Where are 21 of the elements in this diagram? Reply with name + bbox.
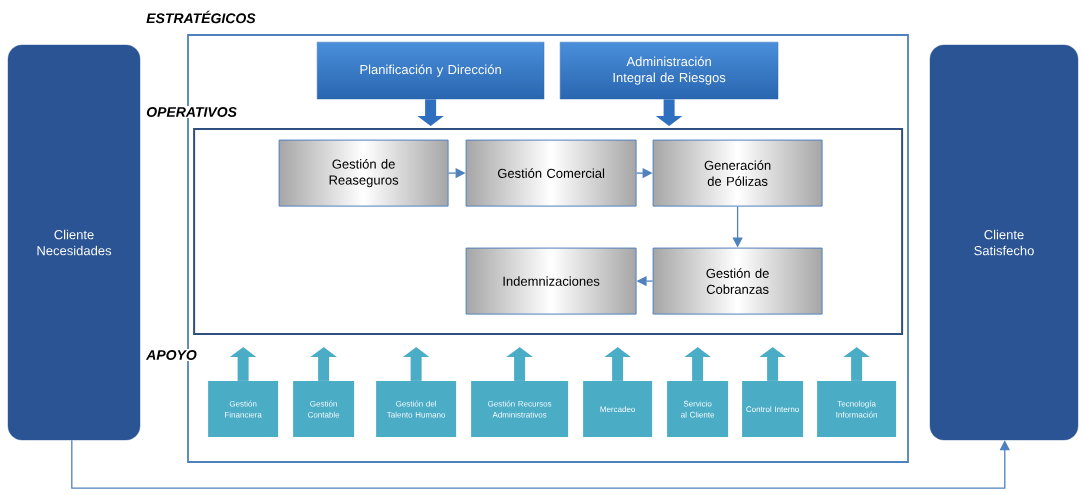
support-box: Gestión del Talento Humano: [376, 381, 457, 438]
section-label: APOYO: [145, 349, 198, 361]
node-label: OPERATIVOS: [146, 107, 237, 117]
support-box: Servicio al Cliente: [667, 381, 729, 438]
support-box: Gestión Financiera: [208, 381, 279, 438]
strategic-box: Administración Integral de Riesgos: [559, 41, 779, 100]
strategic-box: Planificación y Dirección: [316, 41, 545, 100]
process-box: Gestión de Reaseguros: [278, 139, 449, 207]
arrow: [71, 439, 1010, 489]
client-box: Cliente Satisfecho: [929, 44, 1079, 441]
client-box: Cliente Necesidades: [7, 44, 141, 441]
process-box: Gestión de Cobranzas: [652, 247, 823, 315]
support-box: Control Interno: [742, 381, 804, 438]
process-box: Generación de Pólizas: [652, 139, 823, 207]
process-box: Indemnizaciones: [465, 247, 637, 315]
support-box: Tecnología Información: [817, 381, 897, 438]
support-box: Gestión Contable: [293, 381, 355, 438]
support-box: Mercadeo: [583, 381, 653, 438]
support-box: Gestión Recursos Administrativos: [471, 381, 569, 438]
process-box: Gestión Comercial: [465, 139, 637, 207]
node-label: ESTRATÉGICOS: [146, 10, 256, 24]
